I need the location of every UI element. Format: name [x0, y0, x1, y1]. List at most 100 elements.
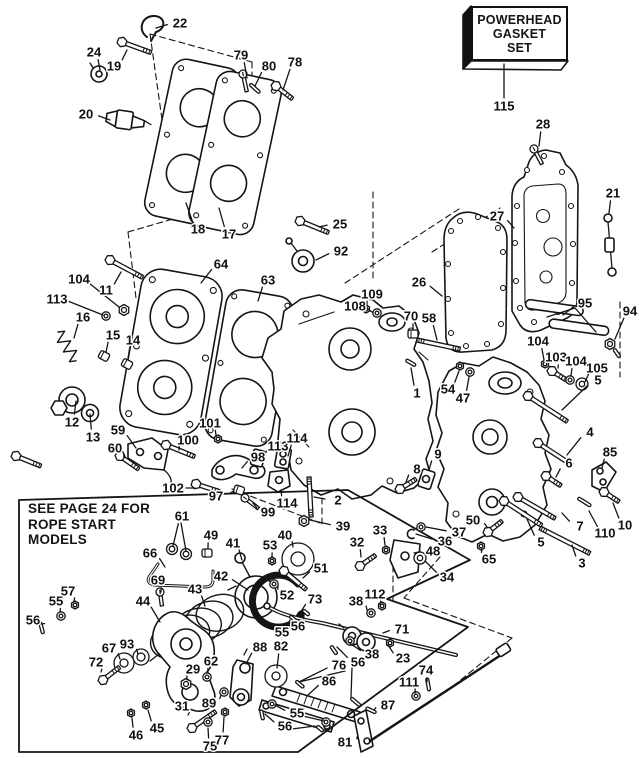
part-label-56: 56: [278, 719, 292, 734]
leader-line: [287, 444, 292, 457]
part-label-3: 3: [578, 556, 585, 571]
bolt-glyph: [160, 439, 196, 459]
rope-start-note-text: SEE PAGE 24 FOR ROPE START MODELS: [28, 501, 150, 548]
leader-line: [172, 523, 179, 547]
leader-line: [288, 619, 291, 626]
cyl-glyph: [201, 548, 213, 558]
leader-line: [73, 400, 77, 415]
nut-glyph: [298, 514, 310, 528]
rope-start-note-border: [18, 489, 471, 753]
exhaust-cover-27: [511, 149, 579, 333]
bolt-glyph: [114, 450, 141, 472]
bolt-glyph: [97, 665, 122, 686]
leader-line: [68, 300, 104, 316]
pin-glyph: [248, 82, 261, 94]
leader-line: [298, 670, 346, 683]
part-label-5: 5: [594, 373, 601, 388]
leader-line: [89, 282, 120, 308]
leader-line: [276, 653, 280, 669]
leader-line: [187, 712, 190, 716]
part-label-56: 56: [291, 619, 305, 634]
part-label-14: 14: [126, 333, 141, 348]
part-label-103: 103: [545, 350, 567, 365]
part-label-22: 22: [173, 16, 187, 31]
part-label-81: 81: [338, 735, 352, 750]
part-label-36: 36: [438, 534, 452, 549]
part-label-111: 111: [399, 675, 419, 690]
tubes-95: [524, 298, 610, 337]
stud-glyph: [306, 476, 314, 518]
leader-line: [561, 384, 589, 411]
part-label-54: 54: [441, 382, 456, 397]
part-label-15: 15: [106, 328, 120, 343]
nut_s-glyph: [220, 707, 230, 717]
cylinder-head-64: [119, 268, 223, 436]
leader-line: [185, 202, 194, 223]
part-label-21: 21: [606, 186, 620, 201]
leader-line: [180, 522, 187, 552]
leader-line: [608, 200, 612, 214]
leader-line: [200, 595, 206, 607]
cyl-glyph: [407, 329, 419, 339]
part-label-86: 86: [322, 674, 336, 689]
swivel-arm-88: [229, 648, 254, 707]
bracket-48: [389, 539, 421, 579]
washer_s-glyph: [465, 367, 475, 377]
part-label-104: 104: [527, 334, 549, 349]
washer_s-glyph: [416, 522, 426, 532]
part-label-82: 82: [274, 639, 288, 654]
leader-line: [200, 268, 213, 284]
leader-line: [454, 370, 460, 383]
leader-line: [302, 571, 311, 579]
part-label-2: 2: [334, 493, 341, 508]
leader-line: [584, 373, 590, 383]
part-label-108: 108: [344, 299, 366, 314]
part-label-56: 56: [351, 655, 365, 670]
cylinder-block: [261, 294, 434, 500]
part-label-47: 47: [456, 391, 470, 406]
nut_s-glyph: [70, 600, 80, 610]
part-label-114: 114: [287, 431, 309, 446]
leader-line: [614, 317, 625, 340]
ring_s-glyph: [165, 542, 179, 556]
leader-line: [561, 512, 571, 522]
nut_s-glyph: [381, 545, 391, 555]
spark-plug-20: [105, 109, 152, 131]
leader-line: [257, 286, 264, 302]
part-label-113: 113: [47, 292, 68, 307]
bolt-glyph: [10, 450, 43, 469]
leader-line: [588, 510, 599, 528]
part-label-80: 80: [262, 59, 276, 74]
pin-glyph: [365, 706, 377, 715]
part-label-66: 66: [143, 546, 157, 561]
gasket-set-line-1: POWERHEAD: [477, 12, 562, 27]
leader-line: [383, 536, 386, 546]
leader-line: [480, 548, 483, 554]
leader-line: [261, 449, 268, 458]
leader-line: [483, 522, 488, 528]
powerhead-gasket-set-box: POWERHEAD GASKET SET: [471, 6, 568, 61]
part-label-51: 51: [314, 561, 328, 576]
part-label-58: 58: [422, 311, 436, 326]
leader-line: [601, 458, 605, 469]
leader-line: [222, 716, 225, 733]
nut_s-glyph: [476, 541, 486, 551]
bolt-glyph: [294, 215, 330, 235]
leader-line: [429, 285, 443, 297]
part-label-115: 115: [494, 99, 515, 114]
part-label-105: 105: [586, 361, 608, 376]
leader-line: [506, 219, 515, 229]
part-label-55: 55: [275, 625, 289, 640]
leader-line: [562, 306, 575, 316]
link-21: [603, 213, 617, 277]
gasket-set-line-2: GASKET: [492, 26, 547, 41]
screw-glyph: [155, 587, 165, 607]
leader-line: [291, 541, 294, 548]
part-label-112: 112: [365, 587, 386, 602]
part-label-32: 32: [350, 535, 364, 550]
part-label-89: 89: [202, 696, 216, 711]
leader-line: [526, 518, 535, 536]
part-label-57: 57: [61, 584, 75, 599]
part-label-24: 24: [87, 45, 102, 60]
